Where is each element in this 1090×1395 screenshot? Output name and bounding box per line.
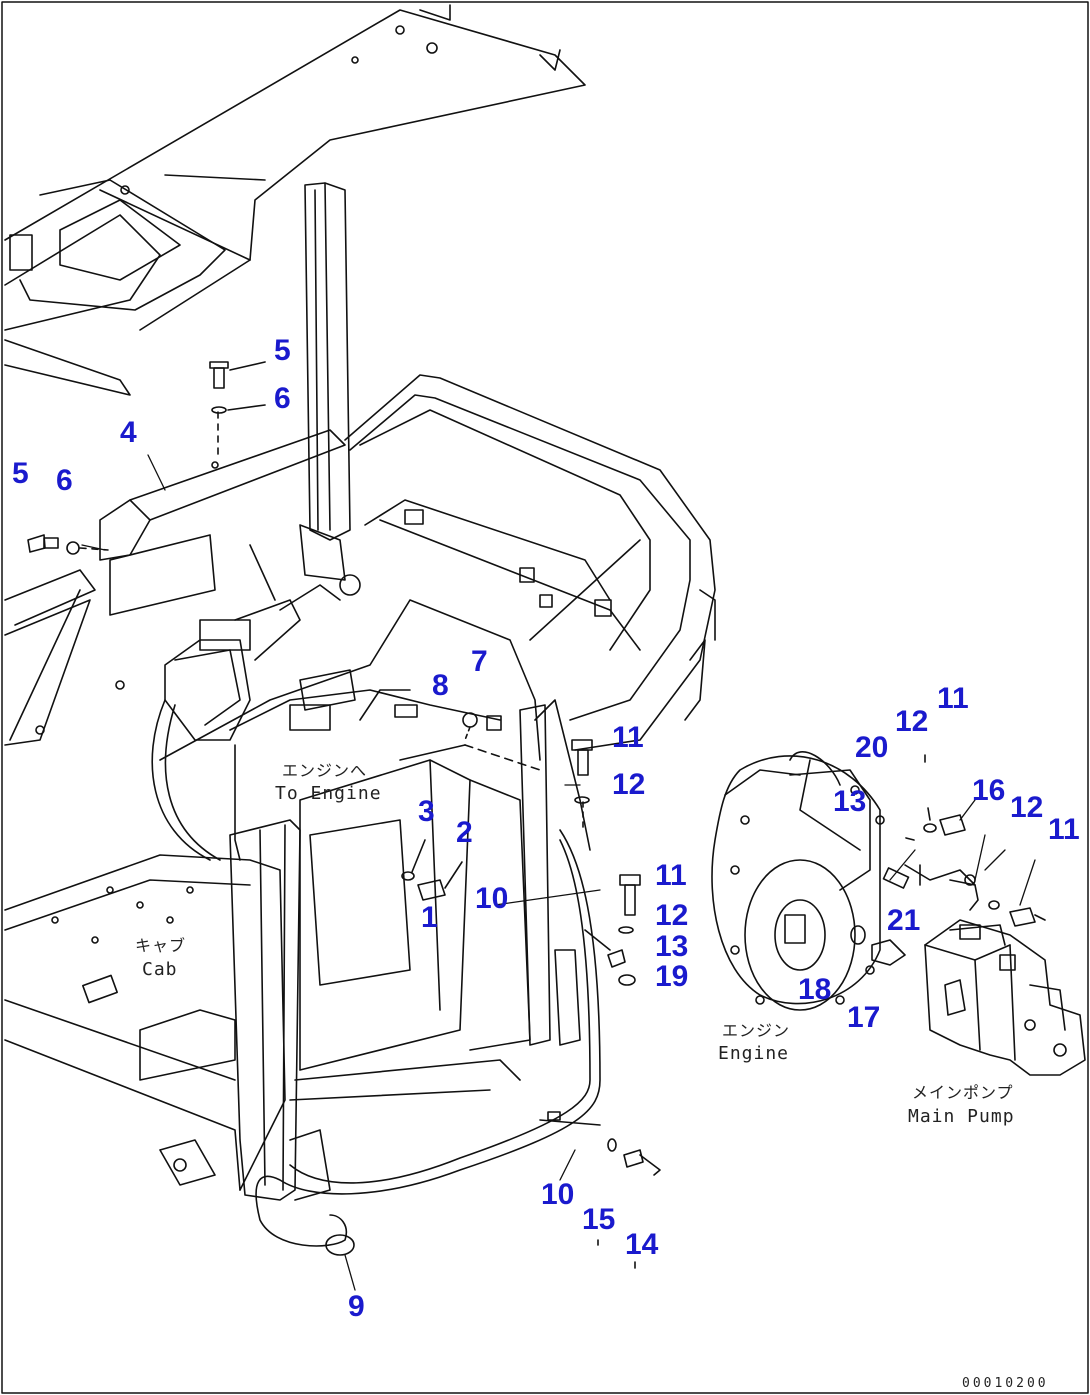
callout-15: 15 [582, 1203, 616, 1236]
bolt-17 [871, 939, 906, 966]
engine-label-jp: エンジン [722, 1021, 791, 1040]
bolt-5-upper [209, 361, 266, 461]
callout-18: 18 [798, 973, 832, 1006]
bolt-11-b [584, 874, 641, 986]
callout-11-d: 11 [1048, 813, 1080, 846]
battery-compartment [159, 599, 541, 1071]
rear-tub [344, 374, 716, 751]
rear-vertical-bar [519, 699, 591, 1046]
callout-8: 8 [432, 669, 449, 702]
callout-10-upper: 10 [475, 882, 509, 915]
callout-12-c: 12 [895, 705, 929, 738]
washer-3 [401, 839, 426, 881]
callout-11-b: 11 [655, 859, 687, 892]
callout-4: 4 [120, 416, 137, 449]
washer-8 [462, 712, 478, 728]
washer-18 [850, 925, 866, 945]
callout-19: 19 [655, 960, 689, 993]
callout-16: 16 [972, 774, 1006, 807]
callout-12-a: 12 [612, 768, 646, 801]
callout-11-c: 11 [937, 682, 969, 715]
bolt-2 [417, 861, 463, 901]
bolt-14 [597, 1138, 661, 1269]
leader-lines [81, 454, 1036, 1291]
engine-label-en: Engine [718, 1043, 790, 1064]
bolt-5-left [27, 534, 109, 555]
callout-5-left: 5 [12, 457, 29, 490]
callout-17: 17 [847, 1001, 881, 1034]
callout-10-lower: 10 [541, 1178, 575, 1211]
cab-label-en: Cab [142, 959, 178, 980]
routing-dash [464, 744, 541, 771]
vertical-post [299, 182, 361, 596]
left-harness [164, 544, 341, 741]
main-pump-body [924, 919, 1086, 1076]
to-engine-label-jp: エンジンへ [282, 761, 368, 780]
callout-12-b: 12 [655, 899, 689, 932]
callout-2: 2 [456, 816, 473, 849]
bolt-11-a [571, 739, 593, 831]
bolt-11-d [1009, 907, 1036, 927]
callout-5-upper: 5 [274, 334, 291, 367]
engine-flywheel-housing [711, 751, 976, 1011]
callout-21: 21 [887, 904, 921, 937]
callout-9: 9 [348, 1290, 365, 1323]
callout-13-b: 13 [833, 785, 867, 818]
left-bracket [4, 429, 346, 746]
cab-label-jp: キャブ [135, 936, 187, 955]
engine-side-hardware [850, 754, 1046, 966]
main-pump-label-en: Main Pump [908, 1106, 1015, 1127]
to-engine-label-en: To Engine [275, 783, 382, 804]
washer-12-d [988, 900, 1000, 910]
cable-16 [949, 879, 979, 911]
callout-11-a: 11 [612, 721, 644, 754]
drawing-code: 00010200 [962, 1376, 1049, 1391]
callout-13-a: 13 [655, 930, 689, 963]
callout-6-upper: 6 [274, 382, 291, 415]
battery-cable [151, 699, 601, 1256]
callout-14: 14 [625, 1228, 659, 1261]
cab-floor-frame [4, 854, 286, 1191]
upper-frame-member [4, 4, 586, 396]
nut-7 [486, 715, 502, 731]
callout-7: 7 [471, 645, 488, 678]
callout-20: 20 [855, 731, 889, 764]
washer-12-c [923, 823, 937, 833]
main-pump-label-jp: メインポンプ [912, 1083, 1014, 1102]
front-pillar [229, 819, 521, 1201]
callout-3: 3 [418, 795, 435, 828]
callout-12-d: 12 [1010, 791, 1044, 824]
bolt-11-c [939, 814, 966, 836]
callout-6-left: 6 [56, 464, 73, 497]
callout-1: 1 [421, 901, 438, 934]
